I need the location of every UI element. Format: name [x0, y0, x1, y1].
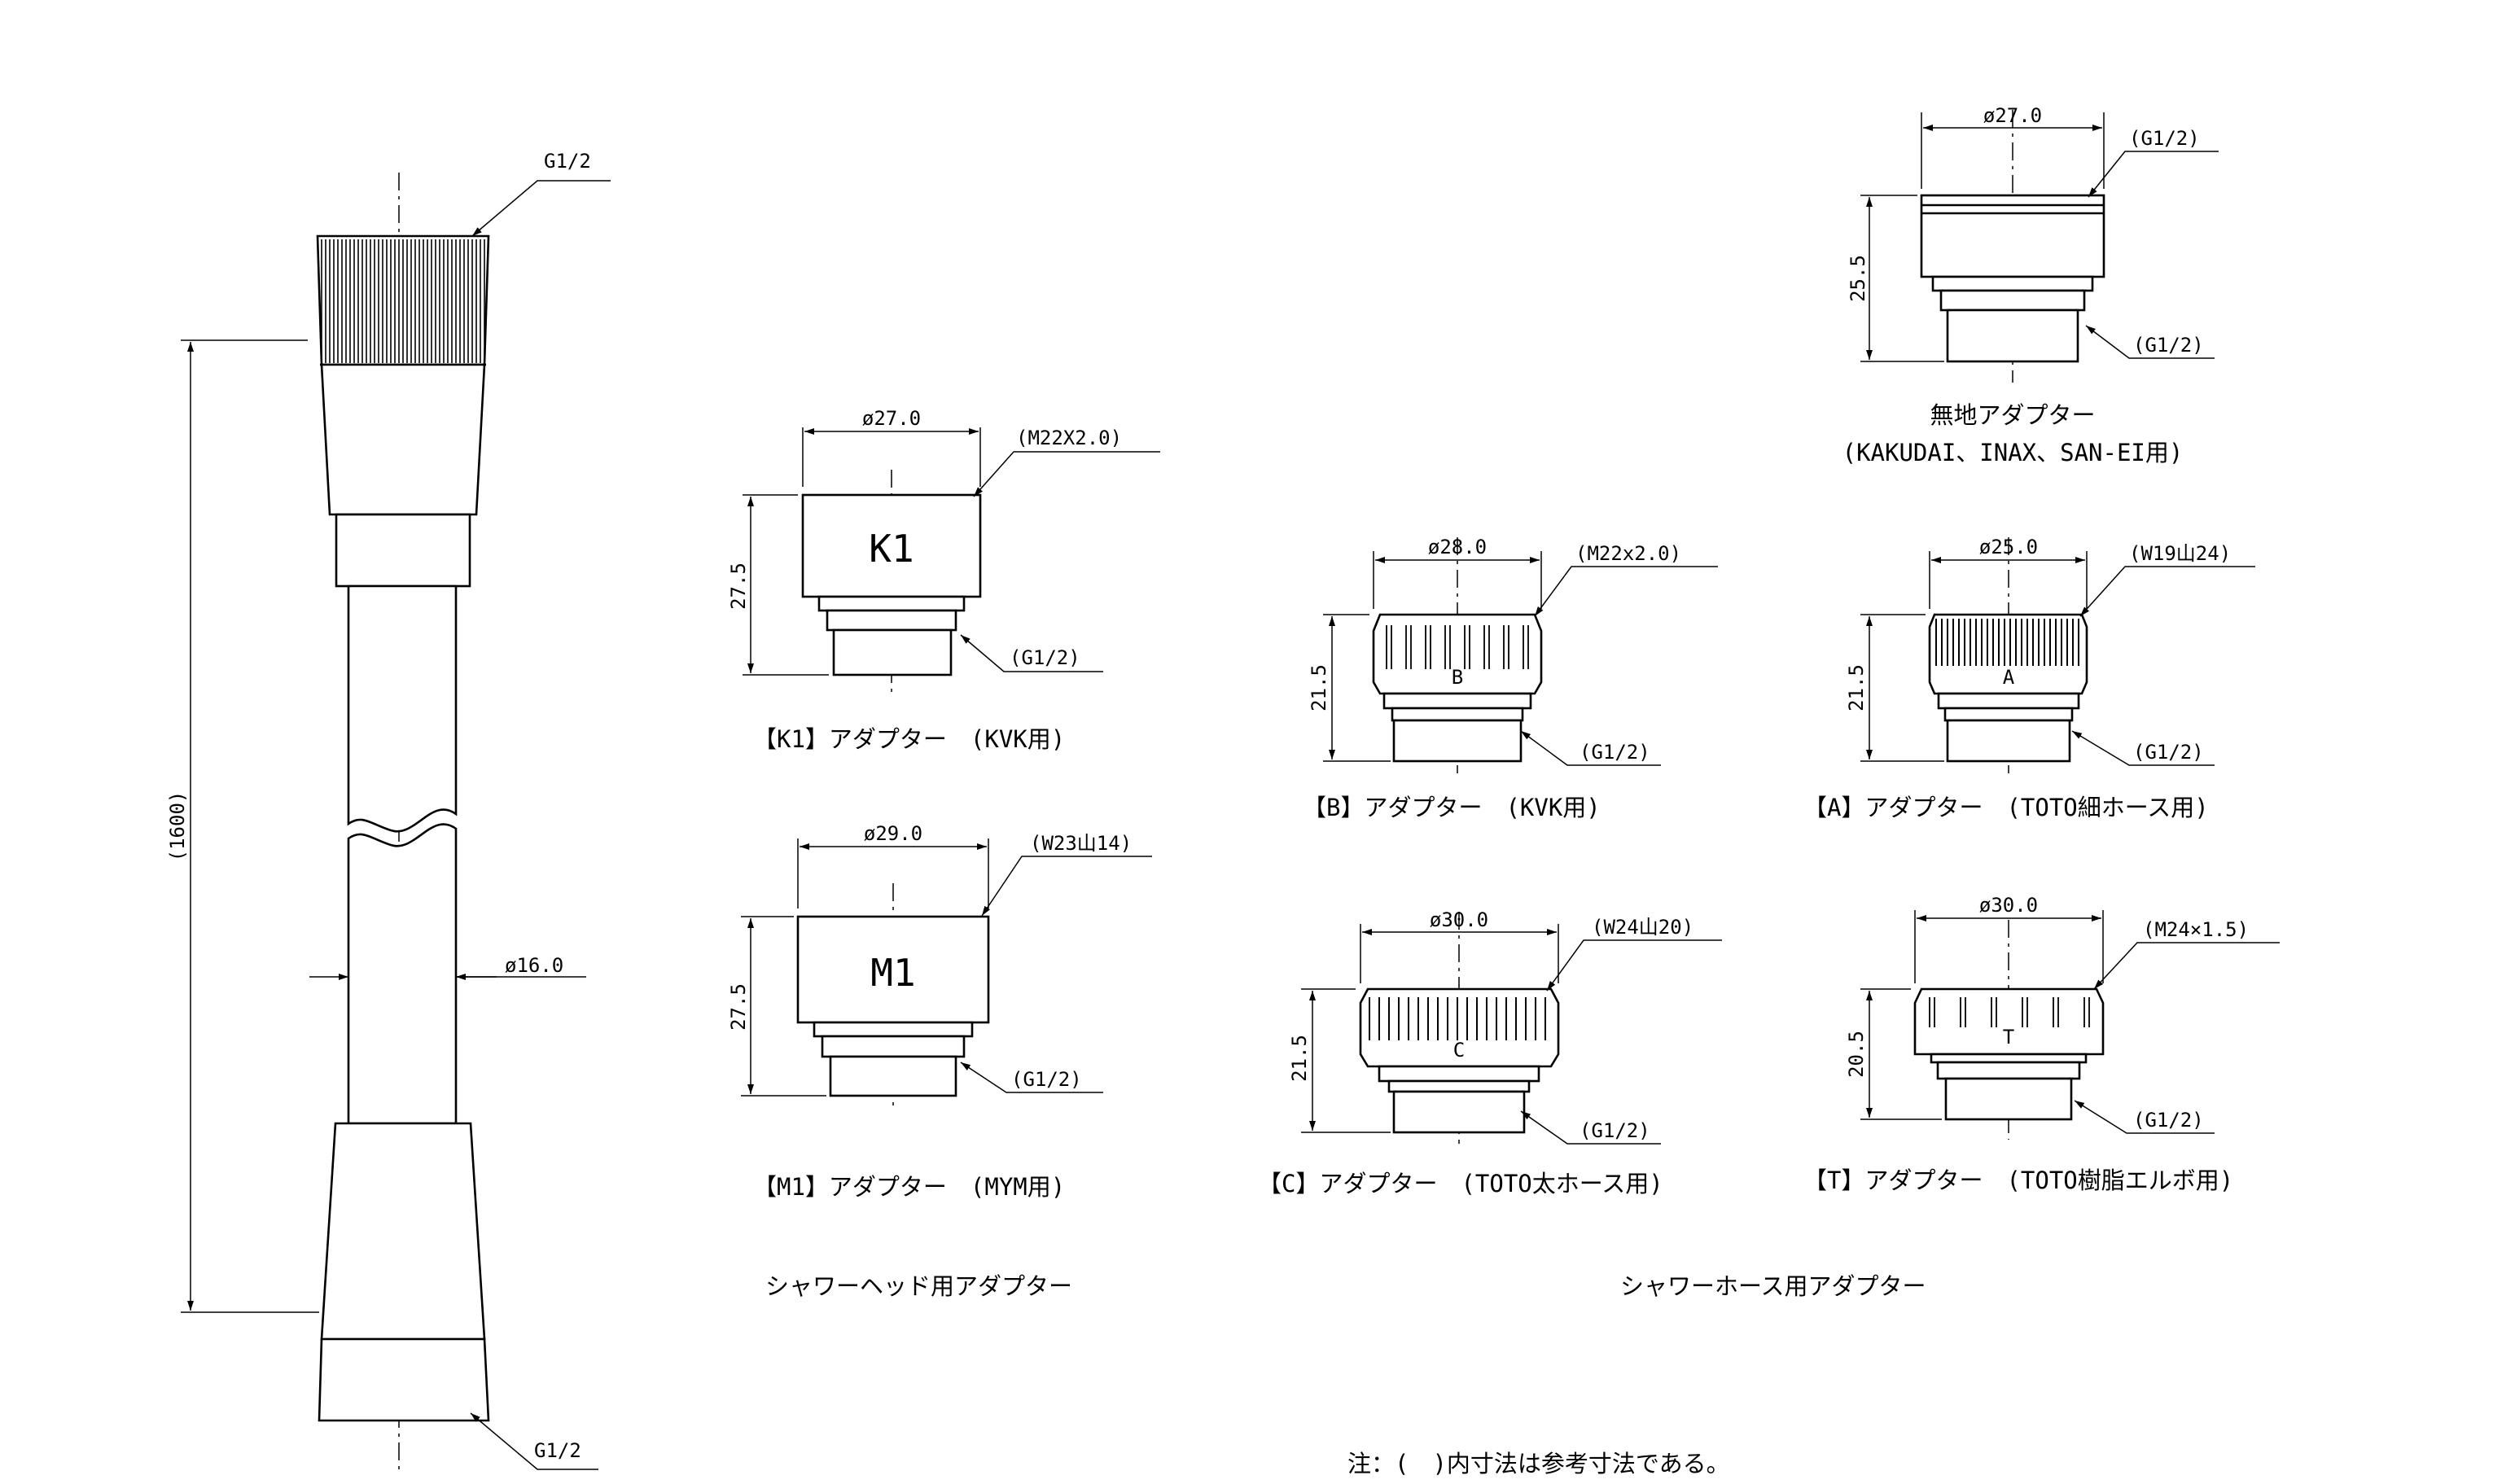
adapter-m1: M1 ø29.0 (W23山14) 27.5 (G1/2) 【M1】アダプター …: [727, 822, 1152, 1201]
c-flutes: [1369, 997, 1546, 1040]
hose-top-cone: [320, 363, 486, 516]
head-adapters-title: シャワーヘッド用アダプター: [765, 1272, 1072, 1300]
adapter-c: C ø30.0 (W24山20) 21.5 (G1/2) 【C】アダプター (T…: [1258, 908, 1722, 1197]
k1-mark: K1: [869, 527, 914, 571]
m1-outlet: (G1/2): [1011, 1068, 1082, 1091]
a-caption: 【A】アダプター (TOTO細ホース用): [1803, 794, 2209, 821]
adapter-a: A ø25.0 (W19山24) 21.5 (G1/2) 【A】アダプター (T…: [1803, 536, 2255, 821]
b-diameter: ø28.0: [1428, 536, 1487, 558]
a-diameter: ø25.0: [1979, 536, 2038, 558]
hose-tube-upper: [347, 584, 458, 833]
t-mark: T: [2003, 1026, 2014, 1048]
m1-body: [796, 915, 990, 1024]
a-mark: A: [2003, 666, 2015, 689]
b-thread: (M22x2.0): [1575, 542, 1681, 565]
hose-tube-lower: [347, 823, 458, 1125]
a-outlet: (G1/2): [2133, 741, 2204, 764]
plain-thread: (G1/2): [2129, 127, 2200, 150]
t-height: 20.5: [1845, 1031, 1868, 1078]
b-outlet: (G1/2): [1580, 741, 1650, 764]
t-outlet: (G1/2): [2133, 1109, 2204, 1132]
shower-hose-drawing: (1600) ø16.0 G1/2 G1/2: [166, 150, 611, 1473]
k1-thread: (M22X2.0): [1016, 427, 1122, 449]
c-outlet: (G1/2): [1580, 1119, 1650, 1142]
t-thread: (M24×1.5): [2143, 918, 2249, 941]
b-height: 21.5: [1308, 664, 1330, 711]
plain-outlet: (G1/2): [2133, 334, 2204, 357]
adapter-k1: K1 ø27.0 (M22X2.0) 27.5 (G1/2) 【K1】アダプター…: [727, 407, 1160, 753]
a-flutes: [1935, 619, 2079, 666]
plain-height: 25.5: [1847, 255, 1869, 302]
c-caption: 【C】アダプター (TOTO太ホース用): [1258, 1170, 1663, 1197]
hose-top-thread: G1/2: [544, 150, 591, 173]
b-flutes: [1386, 625, 1529, 669]
t-ring: [1913, 987, 2105, 1056]
a-thread: (W19山24): [2129, 542, 2231, 565]
hose-top-nut-knurl: [321, 239, 485, 363]
b-caption: 【B】アダプター (KVK用): [1303, 794, 1601, 821]
hose-top-collar: [335, 513, 471, 588]
plain-diameter: ø27.0: [1983, 104, 2042, 127]
k1-body: [801, 493, 982, 598]
m1-diameter: ø29.0: [864, 822, 922, 845]
c-diameter: ø30.0: [1430, 908, 1488, 931]
hose-diameter-label: ø16.0: [505, 954, 563, 977]
m1-mark: M1: [870, 951, 915, 995]
t-caption: 【T】アダプター (TOTO樹脂エルボ用): [1803, 1167, 2233, 1194]
c-knurled-ring: [1359, 987, 1560, 1068]
c-mark: C: [1453, 1039, 1465, 1062]
plain-caption-2: (KAKUDAI、INAX、SAN-EI用): [1842, 439, 2184, 466]
m1-caption: 【M1】アダプター (MYM用): [753, 1173, 1065, 1201]
hose-bottom-thread: G1/2: [534, 1439, 581, 1462]
t-diameter: ø30.0: [1979, 894, 2038, 917]
k1-height: 27.5: [727, 563, 750, 610]
hose-adapters-title: シャワーホース用アダプター: [1620, 1272, 1926, 1300]
t-flutes: [1929, 997, 2090, 1027]
k1-diameter: ø27.0: [862, 407, 921, 430]
m1-thread: (W23山14): [1030, 832, 1132, 855]
dimension-note: 注：( )内寸法は参考寸法である。: [1347, 1450, 1730, 1477]
a-height: 21.5: [1845, 664, 1868, 711]
m1-height: 27.5: [727, 983, 750, 1031]
k1-outlet: (G1/2): [1010, 646, 1080, 669]
hose-bottom-cone: [320, 1122, 486, 1341]
k1-caption: 【K1】アダプター (KVK用): [753, 725, 1065, 753]
c-height: 21.5: [1288, 1035, 1311, 1082]
adapter-plain: ø27.0 (G1/2) 25.5 (G1/2) 無地アダプター (KAKUDA…: [1842, 104, 2219, 466]
plain-caption-1: 無地アダプター: [1930, 401, 2095, 429]
hose-length-label: (1600): [166, 791, 189, 862]
b-knurled-ring: [1372, 613, 1543, 695]
b-mark: B: [1452, 666, 1463, 689]
adapter-b: B ø28.0 (M22x2.0) 21.5 (G1/2) 【B】アダプター (…: [1303, 536, 1718, 821]
adapter-t: T ø30.0 (M24×1.5) 20.5 (G1/2) 【T】アダプター (…: [1803, 894, 2280, 1194]
c-thread: (W24山20): [1592, 916, 1693, 939]
plain-body: [1920, 194, 2105, 278]
hose-bottom-tip: [318, 1337, 490, 1422]
a-knurled-ring: [1928, 613, 2088, 695]
